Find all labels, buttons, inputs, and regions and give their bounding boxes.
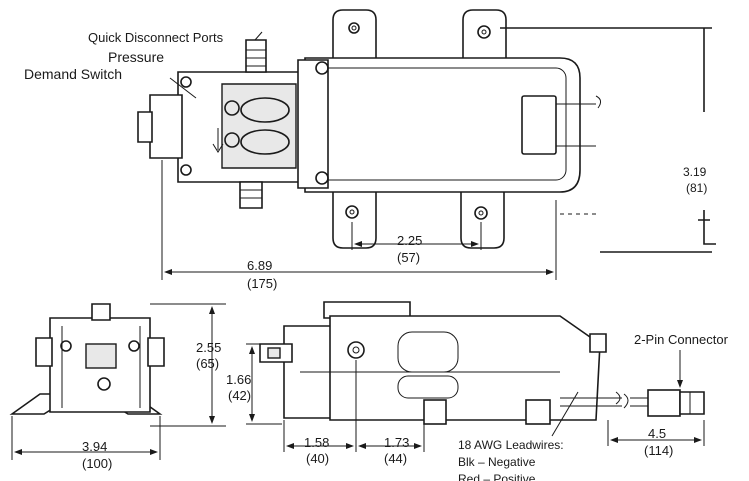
port-height-in: 1.66 xyxy=(226,372,251,387)
mounting-ear-top-left xyxy=(332,9,377,63)
dimension-overall-length: 6.89 (175) xyxy=(161,160,557,291)
dimension-lead-length: 4.5 (114) xyxy=(607,420,705,458)
pump-head xyxy=(137,59,329,189)
front-view: 2.55 (65) 3.94 (100) xyxy=(9,303,226,471)
two-pin-connector-label: 2-Pin Connector xyxy=(634,332,729,347)
side-a-mm: (40) xyxy=(306,451,329,466)
awg-negative-label: Blk – Negative xyxy=(458,455,536,469)
lead-length-mm: (114) xyxy=(644,443,673,458)
port-leader-line xyxy=(254,31,263,41)
demand-switch-label: Demand Switch xyxy=(24,66,122,82)
lead-length-in: 4.5 xyxy=(648,426,666,441)
mounting-ear-bottom-right xyxy=(460,189,505,249)
quick-disconnect-port-top xyxy=(245,39,267,73)
awg-leadwires-label: 18 AWG Leadwires: xyxy=(458,438,564,452)
dimension-height: 3.19 (81) xyxy=(500,27,716,253)
dimension-front-width: 3.94 (100) xyxy=(11,416,161,471)
side-b-in: 1.73 xyxy=(384,435,409,450)
dimension-side-spacing: 1.58 (40) 1.73 (44) xyxy=(283,360,425,466)
dimension-mount-spacing: 2.25 (57) xyxy=(351,222,482,265)
height-in: 3.19 xyxy=(683,165,707,179)
quick-disconnect-label: Quick Disconnect Ports xyxy=(88,30,224,45)
port-height-mm: (42) xyxy=(228,388,251,403)
front-width-mm: (100) xyxy=(82,456,112,471)
side-a-in: 1.58 xyxy=(304,435,329,450)
pressure-label: Pressure xyxy=(108,49,164,65)
height-mm: (81) xyxy=(686,181,707,195)
top-view: Quick Disconnect Ports Pressure Demand S… xyxy=(24,9,716,291)
quick-disconnect-port-bottom xyxy=(239,181,263,209)
mount-spacing-in: 2.25 xyxy=(397,233,422,248)
mounting-ear-bottom-left xyxy=(332,189,377,249)
awg-positive-label: Red – Positive xyxy=(458,472,536,481)
dimension-front-height: 2.55 (65) xyxy=(150,303,226,427)
two-pin-connector xyxy=(647,389,705,417)
front-height-in: 2.55 xyxy=(196,340,221,355)
switch-leader-line xyxy=(169,77,197,99)
side-b-mm: (44) xyxy=(384,451,407,466)
front-height-mm: (65) xyxy=(196,356,219,371)
side-view: 2-Pin Connector 1.66 (42) 1.58 (40) 1.73 xyxy=(226,301,729,481)
overall-length-in: 6.89 xyxy=(247,258,272,273)
motor-body xyxy=(304,57,602,193)
front-width-in: 3.94 xyxy=(82,439,107,454)
overall-length-mm: (175) xyxy=(247,276,277,291)
mount-spacing-mm: (57) xyxy=(397,250,420,265)
leadwire-leader-line xyxy=(551,391,579,437)
mounting-ear-top-right xyxy=(462,9,507,63)
dimension-port-height: 1.66 (42) xyxy=(226,343,282,425)
